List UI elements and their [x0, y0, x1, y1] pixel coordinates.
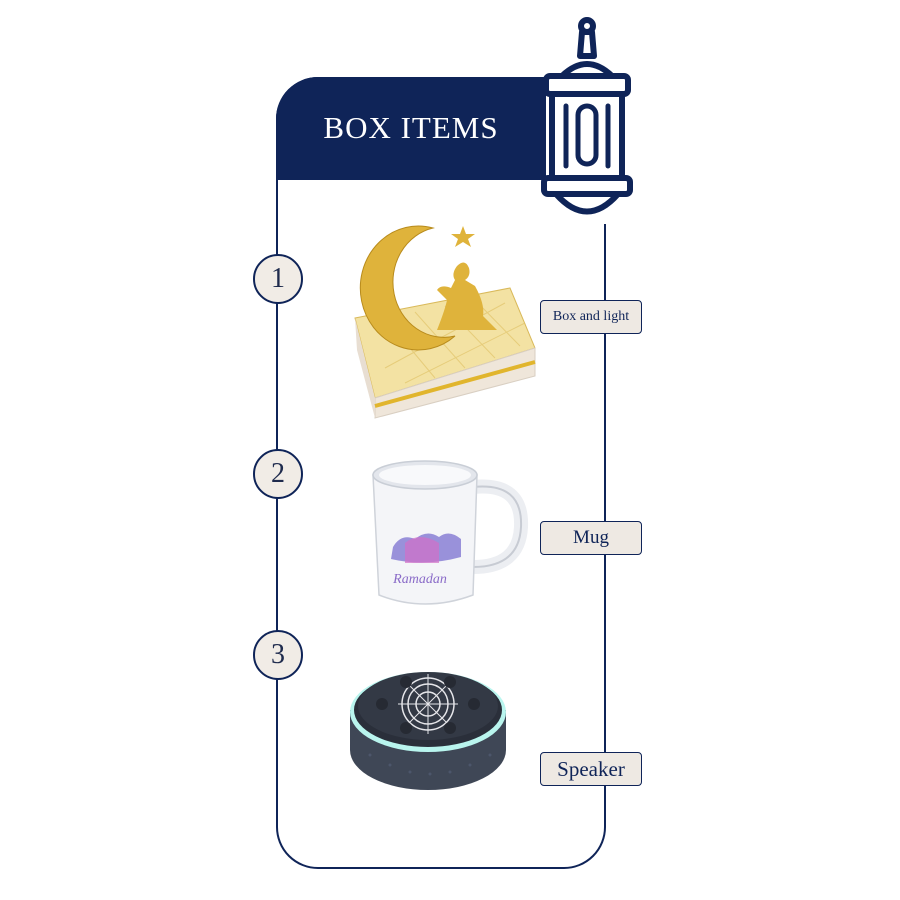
item-number-3: 3 [253, 630, 303, 680]
speaker-icon [350, 672, 506, 790]
mug-print-text: Ramadan [392, 572, 447, 587]
item-number-2: 2 [253, 449, 303, 499]
lantern-icon [541, 17, 633, 215]
item-label-mug: Mug [540, 521, 642, 555]
page-title: BOX ITEMS [323, 110, 499, 145]
mug-icon: Ramadan [372, 460, 529, 605]
header-banner: BOX ITEMS [276, 77, 546, 180]
item-label-speaker: Speaker [540, 752, 642, 786]
item-number-1: 1 [253, 254, 303, 304]
item-label-box-and-light: Box and light [540, 300, 642, 334]
crescent-box-icon [354, 225, 536, 419]
